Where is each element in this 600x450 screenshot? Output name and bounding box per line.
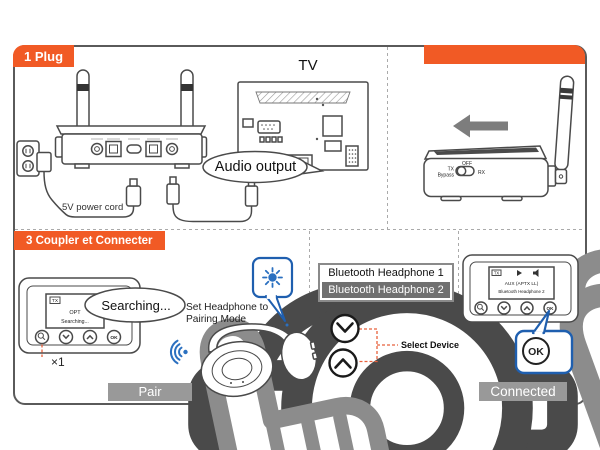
ok-button xyxy=(543,301,557,315)
pairing-led-dot xyxy=(285,323,289,327)
power-cable xyxy=(43,171,142,218)
antenna-right xyxy=(180,69,194,133)
screen-source: OPT xyxy=(69,310,81,316)
chevron-up-icon xyxy=(86,334,94,340)
select-device-label: Select Device xyxy=(401,340,460,350)
device-buttons: OK xyxy=(34,329,122,345)
down-button-large xyxy=(330,313,360,344)
searching-callout-label: Searching... xyxy=(101,298,171,313)
ok-callout-button xyxy=(522,337,550,365)
dc-in-port xyxy=(126,144,142,154)
down-button xyxy=(497,301,511,315)
press-once-indicator xyxy=(41,301,408,450)
optical-out-port xyxy=(105,140,122,158)
speaker-icon xyxy=(533,269,539,277)
power-adapter xyxy=(36,151,52,173)
screen-status: Searching... xyxy=(61,319,89,325)
aux-out-port xyxy=(90,142,104,156)
power-cord-label: 5V power cord xyxy=(62,202,124,213)
press-once-label: ×1 xyxy=(51,355,65,369)
up-button xyxy=(82,329,98,345)
left-arrow-icon xyxy=(453,114,508,138)
chevron-up-icon xyxy=(334,358,352,369)
ok-button xyxy=(106,329,122,345)
ok-button-label: OK xyxy=(110,335,118,341)
switch-rx-label: RX xyxy=(478,170,486,176)
headphone-left-cup xyxy=(200,340,274,398)
connected-badge: Connected xyxy=(479,382,567,401)
tv-back xyxy=(237,81,369,171)
switch-off-label: OFF xyxy=(462,161,472,167)
search-icon xyxy=(477,303,483,310)
pair-search-button xyxy=(474,301,488,315)
audio-output-callout-label: Audio output xyxy=(214,159,297,175)
tv-vent xyxy=(255,91,351,104)
headphone-right-cup xyxy=(280,323,319,381)
device-buttons: OK xyxy=(474,301,557,315)
screen-mode-badge: TX xyxy=(52,298,59,304)
search-icon xyxy=(37,332,44,339)
audio-output-callout xyxy=(202,150,325,184)
transmitter-back xyxy=(54,69,208,169)
rear-ports xyxy=(90,138,179,158)
play-icon xyxy=(517,270,522,276)
headphone-instruction-line2: Pairing Mode xyxy=(186,314,247,325)
down-button xyxy=(58,329,74,345)
device-list-item-2-selected: Bluetooth Headphone 2 xyxy=(322,282,450,298)
mode-switch-knob xyxy=(456,166,467,176)
switch-bypass-label: Bypass xyxy=(438,173,455,179)
ok-callout: OK xyxy=(514,309,574,375)
aux-plug-left xyxy=(166,183,180,205)
headphones xyxy=(169,323,319,398)
screen-device-name: Bluetooth Headphone 2 xyxy=(498,289,545,294)
top-right-orange-bar xyxy=(424,45,585,64)
device-list-item-1: Bluetooth Headphone 1 xyxy=(328,267,444,279)
tv-label: TV xyxy=(298,57,318,74)
ok-button-label: OK xyxy=(547,306,555,311)
ok-callout-label: OK xyxy=(528,346,544,358)
device-screen xyxy=(488,266,555,300)
screen-mode-badge: TX xyxy=(494,271,500,276)
screen-source: AUX (APTX LL) xyxy=(505,281,539,287)
chevron-down-icon xyxy=(62,334,70,340)
chevron-down-icon xyxy=(500,305,508,311)
blinking-led-icon xyxy=(262,267,283,288)
headphone-instruction-line1: Set Headphone to xyxy=(186,302,269,313)
step-3-banner: 3 Coupler et Connecter xyxy=(14,231,165,250)
select-buttons xyxy=(328,206,600,450)
connected-device: TX AUX (APTX LL) Bluetooth Headphone 2 O… xyxy=(462,254,579,323)
wireless-signal-icon xyxy=(169,339,188,365)
switch-tx-label: TX xyxy=(448,167,455,173)
chevron-down-icon xyxy=(336,322,354,333)
tv-speaker-grille xyxy=(345,145,359,167)
tv-connector xyxy=(257,120,281,134)
device-list: Bluetooth Headphone 1 Bluetooth Headphon… xyxy=(318,263,454,302)
mode-switch: OFF TX Bypass RX xyxy=(438,161,486,179)
searching-callout-bubble xyxy=(84,287,186,323)
optical-in-port xyxy=(145,140,162,158)
aux-plug-tv xyxy=(244,185,259,207)
chevron-up-icon xyxy=(523,305,531,311)
step-1-banner: 1 Plug xyxy=(13,45,75,67)
pairing-led-callout xyxy=(251,256,294,322)
antenna-left xyxy=(76,69,90,133)
aux-in-port xyxy=(165,142,179,156)
receiver-antenna xyxy=(554,75,575,171)
up-button-large xyxy=(328,348,358,378)
usb-plug xyxy=(125,185,142,207)
pair-search-button xyxy=(34,329,50,345)
wall-outlet xyxy=(16,140,40,177)
pair-badge: Pair xyxy=(108,383,192,401)
audio-cable xyxy=(166,176,259,223)
receiver-side-view: OFF TX Bypass RX xyxy=(423,75,575,202)
